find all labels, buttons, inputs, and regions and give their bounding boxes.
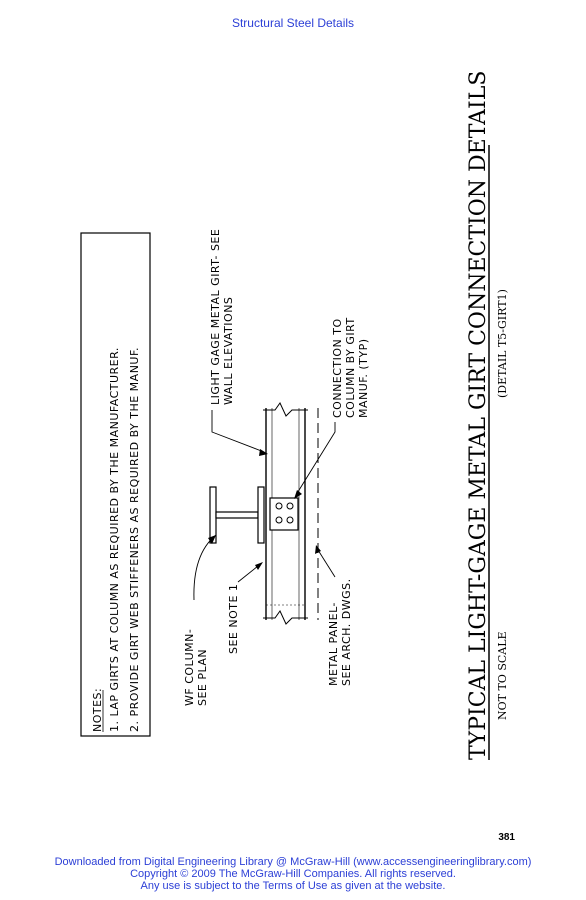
label-connection-2: COLUMN BY GIRT (344, 317, 357, 418)
notes-box (80, 232, 151, 737)
label-girt-1: LIGHT GAGE METAL GIRT- SEE (209, 229, 222, 405)
arrow-icon (315, 545, 321, 554)
bolt-icon (286, 502, 294, 510)
note-item-2: 2. PROVIDE GIRT WEB STIFFENERS AS REQUIR… (128, 347, 141, 732)
leader-see-note (237, 565, 259, 583)
scale-note: NOT TO SCALE (496, 631, 509, 720)
detail-reference: (DETAIL T5-GIRT1) (496, 289, 509, 398)
arrow-icon (259, 449, 268, 456)
connection-clip (269, 497, 299, 531)
wf-column (209, 486, 265, 544)
arrow-icon (255, 562, 263, 570)
bolt-icon (275, 516, 283, 524)
drawing-title: TYPICAL LIGHT-GAGE METAL GIRT CONNECTION… (466, 71, 491, 760)
leader-metal-panel (317, 549, 336, 578)
label-connection-1: CONNECTION TO (331, 318, 344, 418)
leader-connection (295, 422, 336, 496)
label-girt-2: WALL ELEVATIONS (222, 297, 235, 405)
label-see-note: SEE NOTE 1 (227, 584, 240, 654)
bolt-icon (286, 516, 294, 524)
light-gage-girt (263, 402, 308, 625)
arrow-icon (294, 490, 302, 499)
note-item-1: 1. LAP GIRTS AT COLUMN AS REQUIRED BY TH… (108, 347, 121, 732)
page-number: 381 (498, 832, 515, 843)
label-wf-column-1: WF COLUMN- (183, 629, 196, 706)
page-header: Structural Steel Details (231, 16, 355, 30)
label-metal-panel-2: SEE ARCH. DWGS. (340, 578, 353, 686)
label-wf-column-2: SEE PLAN (196, 649, 209, 706)
footer: Downloaded from Digital Engineering Libr… (0, 856, 586, 892)
notes-heading: NOTES: (91, 688, 104, 732)
footer-line-1[interactable]: Downloaded from Digital Engineering Libr… (54, 856, 532, 868)
footer-line-3: Any use is subject to the Terms of Use a… (140, 880, 446, 892)
bolt-icon (275, 502, 283, 510)
footer-line-2: Copyright © 2009 The McGraw-Hill Compani… (130, 868, 456, 880)
label-metal-panel-1: METAL PANEL- (327, 602, 340, 686)
arrow-icon (208, 535, 216, 544)
leader-wf-column (193, 534, 217, 601)
leader-girt (211, 410, 265, 453)
label-connection-3: MANUF. (TYP) (357, 338, 370, 418)
